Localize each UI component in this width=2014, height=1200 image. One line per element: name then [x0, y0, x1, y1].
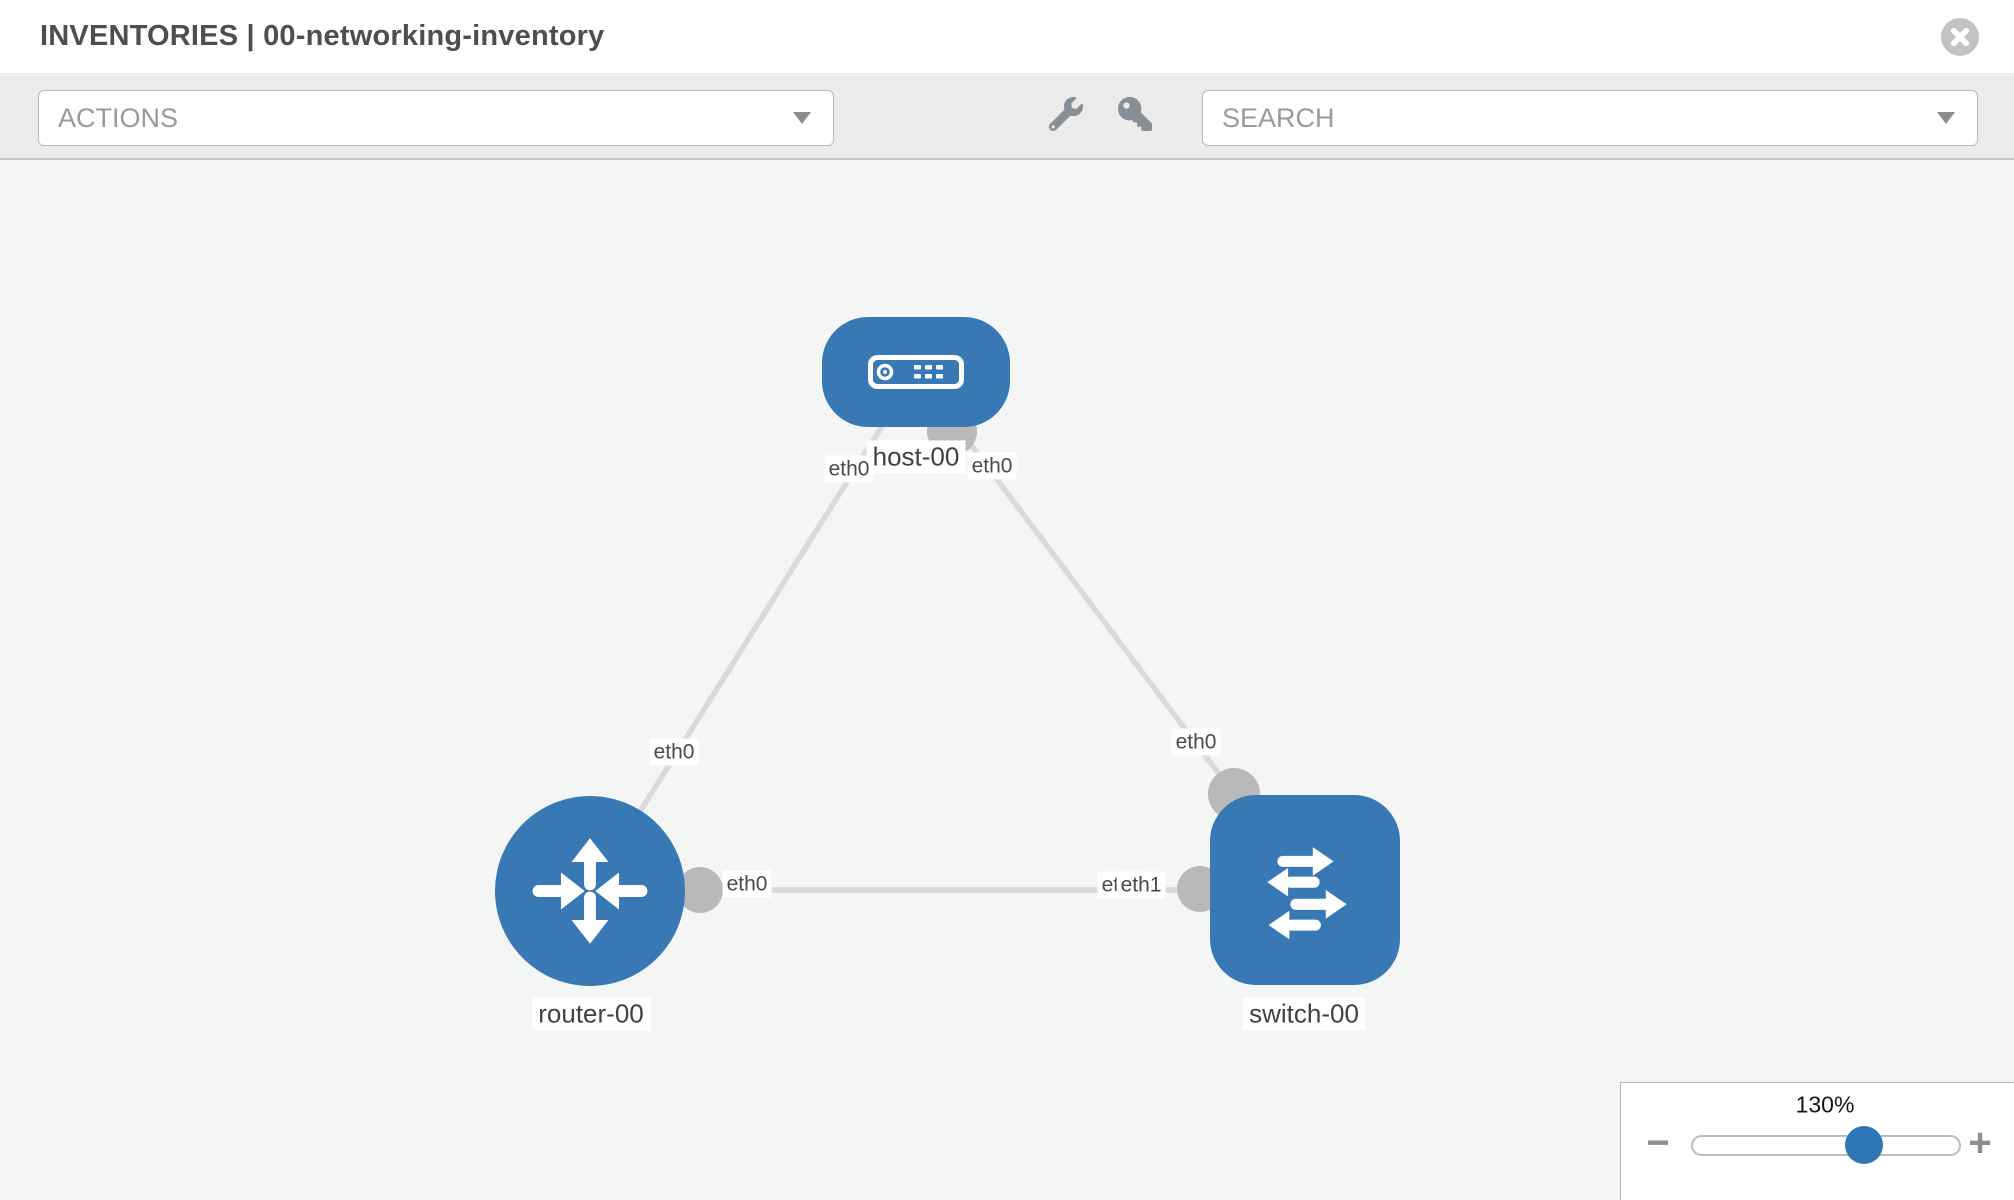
node-host-00[interactable]: [822, 317, 1010, 427]
configure-button[interactable]: [1045, 93, 1087, 135]
actions-dropdown-label: ACTIONS: [58, 102, 179, 133]
close-button[interactable]: [1941, 18, 1979, 56]
interface-label: eth0: [824, 455, 874, 483]
node-label-switch: switch-00: [1243, 997, 1365, 1031]
router-icon: [532, 838, 648, 944]
interface-label: eth1: [1116, 871, 1166, 899]
switch-icon: [1267, 847, 1347, 940]
zoom-panel: 130% − +: [1620, 1082, 2014, 1200]
node-router-00[interactable]: [495, 796, 685, 986]
chevron-down-icon: [793, 112, 811, 124]
interface-label: eth0: [722, 870, 772, 898]
actions-dropdown[interactable]: ACTIONS: [38, 90, 834, 146]
header: INVENTORIES | 00-networking-inventory: [0, 0, 2014, 74]
search-dropdown[interactable]: SEARCH: [1202, 90, 1978, 146]
chevron-down-icon: [1937, 112, 1955, 124]
interface-label: eth0: [1171, 728, 1221, 756]
zoom-level: 130%: [1795, 1091, 1855, 1118]
node-label-router: router-00: [532, 997, 650, 1031]
topology-canvas[interactable]: [0, 158, 2014, 1200]
search-dropdown-label: SEARCH: [1222, 102, 1335, 133]
node-switch-00[interactable]: [1210, 795, 1400, 985]
toolbar: ACTIONS SEARCH: [0, 73, 2014, 160]
zoom-slider[interactable]: [1691, 1135, 1961, 1156]
node-label-host: host-00: [866, 440, 966, 474]
host-icon: [868, 355, 964, 389]
key-icon: [1118, 97, 1152, 131]
close-icon: [1941, 18, 1979, 56]
wrench-icon: [1049, 97, 1083, 131]
page-title: INVENTORIES | 00-networking-inventory: [40, 20, 605, 52]
credentials-button[interactable]: [1114, 93, 1156, 135]
interface-endpoint: [677, 867, 723, 913]
interface-label: eth0: [649, 738, 699, 766]
zoom-slider-handle[interactable]: [1845, 1126, 1883, 1164]
zoom-in-button[interactable]: +: [1968, 1121, 1992, 1165]
zoom-out-button[interactable]: −: [1646, 1121, 1670, 1165]
interface-label: eth0: [967, 452, 1017, 480]
